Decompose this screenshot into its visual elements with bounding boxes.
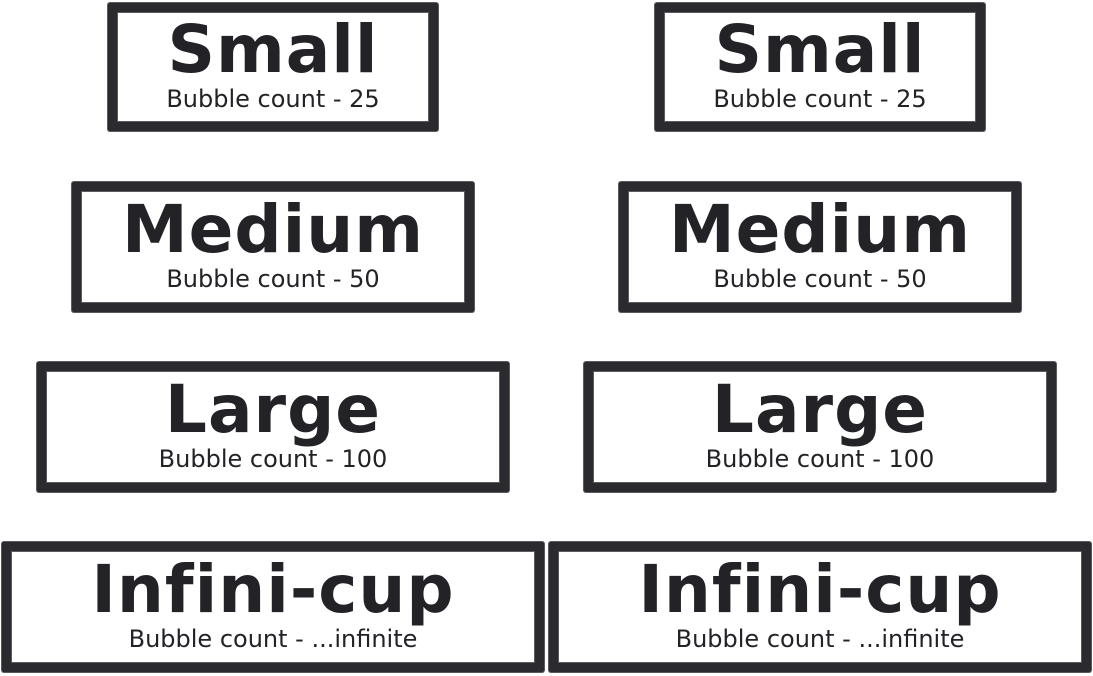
label-medium-right: Medium Bubble count - 50 [619, 182, 1021, 312]
label-subtitle: Bubble count - 25 [713, 85, 927, 113]
label-title: Small [167, 11, 379, 88]
label-subtitle: Bubble count - ...infinite [128, 625, 418, 653]
label-title: Small [714, 11, 926, 88]
label-subtitle: Bubble count - 50 [166, 265, 380, 293]
label-title: Large [711, 371, 929, 448]
label-subtitle: Bubble count - ...infinite [675, 625, 965, 653]
label-title: Medium [121, 191, 425, 268]
label-infini-cup-right: Infini-cup Bubble count - ...infinite [549, 542, 1091, 672]
label-small-right: Small Bubble count - 25 [655, 3, 985, 131]
label-large-left: Large Bubble count - 100 [37, 362, 509, 492]
label-infini-cup-left: Infini-cup Bubble count - ...infinite [2, 542, 544, 672]
label-subtitle: Bubble count - 50 [713, 265, 927, 293]
label-title: Medium [668, 191, 972, 268]
label-title: Large [164, 371, 382, 448]
label-subtitle: Bubble count - 100 [705, 445, 935, 473]
label-large-right: Large Bubble count - 100 [584, 362, 1056, 492]
label-subtitle: Bubble count - 100 [158, 445, 388, 473]
label-subtitle: Bubble count - 25 [166, 85, 380, 113]
label-title: Infini-cup [638, 551, 1002, 628]
label-medium-left: Medium Bubble count - 50 [72, 182, 474, 312]
label-small-left: Small Bubble count - 25 [108, 3, 438, 131]
label-title: Infini-cup [91, 551, 455, 628]
